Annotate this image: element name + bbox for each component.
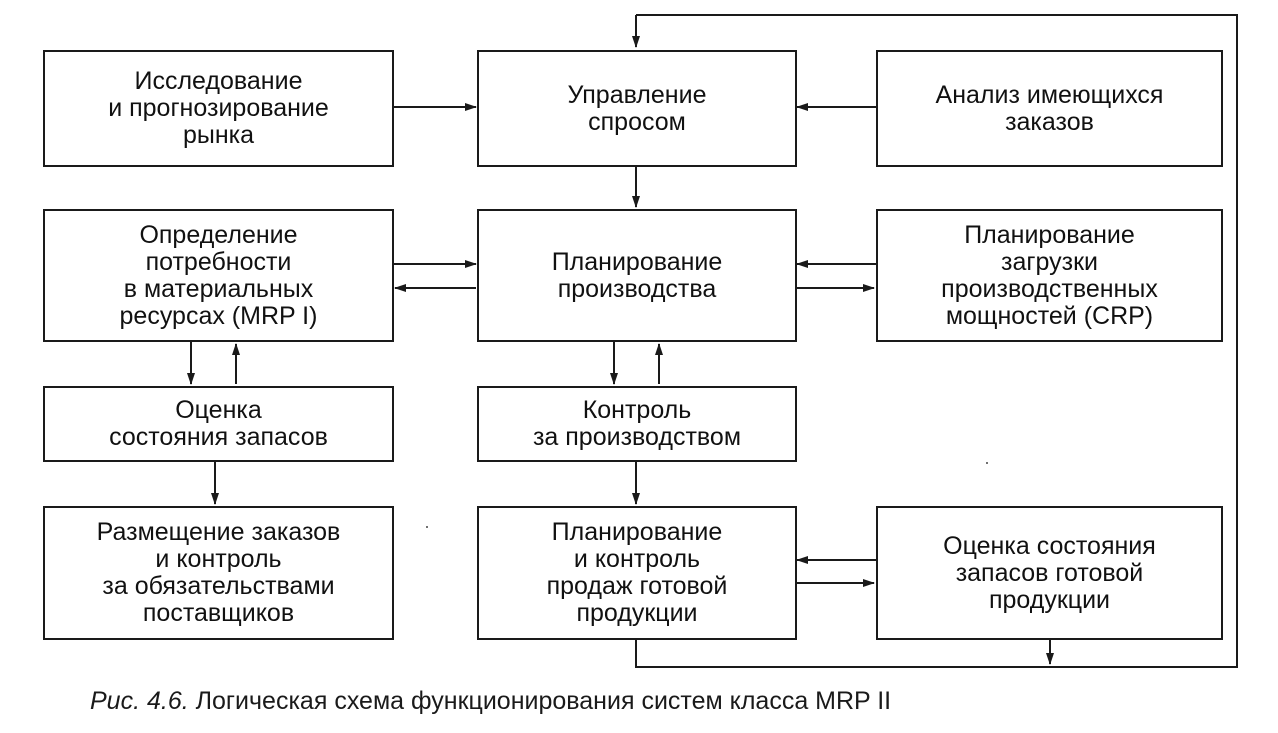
box-production-planning: Планирование производства xyxy=(477,209,797,342)
box-finished-goods-assessment: Оценка состояния запасов готовой продукц… xyxy=(876,506,1223,640)
box-order-analysis: Анализ имеющихся заказов xyxy=(876,50,1223,167)
box-mrp: Определение потребности в материальных р… xyxy=(43,209,394,342)
figure-caption-text: Логическая схема функционирования систем… xyxy=(195,687,892,715)
box-sales-planning: Планирование и контроль продаж готовой п… xyxy=(477,506,797,640)
figure-label: Рис. 4.6. xyxy=(90,687,189,715)
speck xyxy=(986,462,988,464)
speck xyxy=(426,526,428,528)
figure-caption: Рис. 4.6. Логическая схема функционирова… xyxy=(90,687,1210,716)
box-inventory-assessment: Оценка состояния запасов xyxy=(43,386,394,462)
box-demand-management: Управление спросом xyxy=(477,50,797,167)
feedback-loop xyxy=(635,14,1238,668)
box-market-research: Исследование и прогнозирование рынка xyxy=(43,50,394,167)
box-production-control: Контроль за производством xyxy=(477,386,797,462)
box-crp: Планирование загрузки производственных м… xyxy=(876,209,1223,342)
box-order-placement: Размещение заказов и контроль за обязате… xyxy=(43,506,394,640)
